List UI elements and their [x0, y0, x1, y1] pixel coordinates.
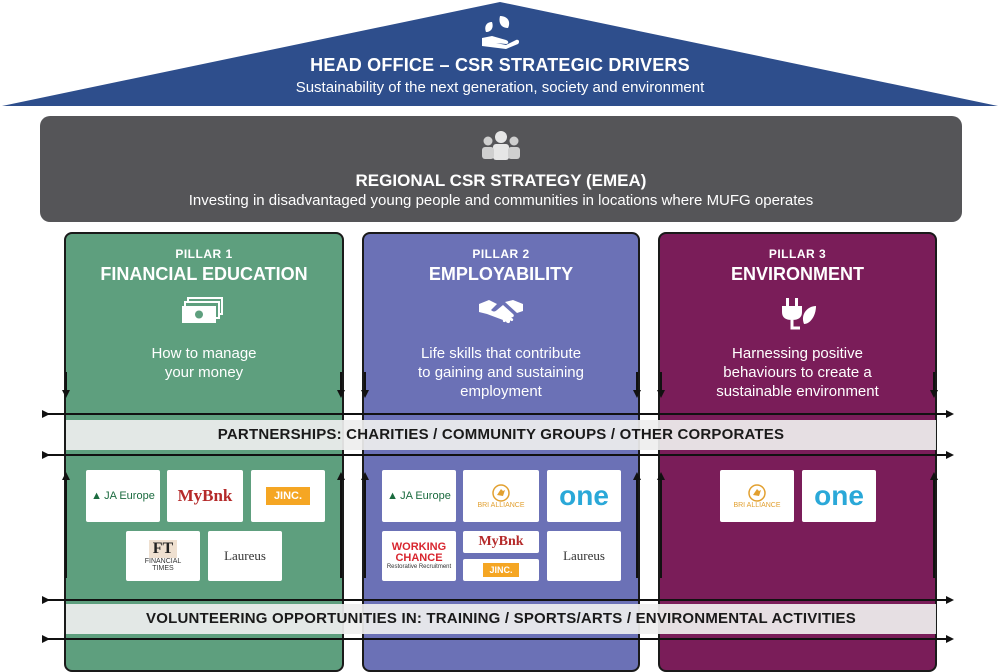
pillar-name: ENVIRONMENT	[730, 264, 864, 284]
logo-jinc: JINC.	[251, 470, 325, 522]
logo-text: JA Europe	[104, 490, 155, 502]
volunteering-band: VOLUNTEERING OPPORTUNITIES IN: TRAINING …	[66, 604, 936, 634]
logo-text: WORKING	[391, 541, 447, 553]
pillar-name: FINANCIAL EDUCATION	[100, 264, 308, 284]
connector-arrows	[42, 372, 954, 643]
logo-bri-alliance: BRI ALLIANCE	[720, 470, 794, 522]
regional-title: REGIONAL CSR STRATEGY (EMEA)	[355, 171, 647, 190]
logo-ja-europe: ▲JA Europe	[382, 470, 456, 522]
logo-jinc: JINC.	[463, 559, 539, 581]
logo-one: one	[547, 470, 621, 522]
pillar-desc-line: to gaining and sustaining	[418, 364, 584, 381]
logo-text: JINC.	[265, 487, 311, 505]
logo-text: JA Europe	[400, 490, 451, 502]
logo-laureus: Laureus	[547, 531, 621, 581]
regional-strategy-bar: REGIONAL CSR STRATEGY (EMEA) Investing i…	[40, 116, 962, 222]
partnerships-band: PARTNERSHIPS: CHARITIES / COMMUNITY GROU…	[66, 420, 936, 450]
logo-text: BRI ALLIANCE	[733, 501, 781, 509]
logo-working-chance: WORKING CHANCE Restorative Recruitment	[382, 531, 456, 581]
pillar-desc-line: your money	[164, 364, 244, 381]
head-office-subtitle: Sustainability of the next generation, s…	[295, 79, 705, 96]
regional-subtitle: Investing in disadvantaged young people …	[188, 192, 814, 209]
pillar-description: Harnessing positive behaviours to create…	[680, 344, 915, 401]
head-office-title: HEAD OFFICE – CSR STRATEGIC DRIVERS	[310, 55, 690, 75]
logo-ja-europe: ▲JA Europe	[86, 470, 160, 522]
logo-laureus: Laureus	[208, 531, 282, 581]
logo-bri-alliance: BRI ALLIANCE	[463, 470, 539, 522]
pillar-desc-line: sustainable environment	[716, 383, 879, 400]
pillar-desc-line: employment	[460, 383, 542, 400]
pillar-description: How to manage your money	[86, 344, 322, 382]
logo-text: JINC.	[483, 563, 519, 577]
logo-mybnk: MyBnk	[463, 531, 539, 553]
logo-text: Laureus	[563, 548, 605, 563]
hand-leaf-icon	[482, 16, 520, 49]
pillar-name: EMPLOYABILITY	[428, 264, 574, 284]
logo-financial-times: FT FINANCIAL TIMES	[126, 531, 200, 581]
pillar-desc-line: How to manage	[151, 345, 257, 362]
bri-hand-icon	[492, 483, 510, 502]
money-stack-icon	[182, 297, 223, 323]
pillar-desc-line: Harnessing positive	[732, 345, 863, 362]
pillar-description: Life skills that contribute to gaining a…	[384, 344, 618, 401]
logo-mybnk: MyBnk	[167, 470, 243, 522]
logo-text: one	[559, 480, 609, 511]
logo-text: one	[814, 480, 864, 511]
pillar-desc-line: behaviours to create a	[723, 364, 872, 381]
head-office-roof	[2, 2, 998, 106]
logo-text: FINANCIAL	[144, 558, 182, 565]
logo-text: TIMES	[152, 565, 174, 572]
logo-text: Laureus	[224, 548, 266, 563]
logo-text: MyBnk	[478, 534, 524, 549]
logo-one: one	[802, 470, 876, 522]
pillar-number: PILLAR 1	[175, 247, 233, 261]
logo-text: Restorative Recruitment	[386, 564, 452, 570]
bri-hand-icon	[748, 483, 766, 502]
pillar-number: PILLAR 3	[768, 247, 827, 261]
people-group-icon	[482, 131, 520, 160]
logo-text: MyBnk	[177, 486, 233, 505]
handshake-icon	[479, 300, 523, 324]
plug-leaf-icon	[781, 298, 816, 330]
logo-text: FT	[148, 540, 178, 558]
pillar-desc-line: Life skills that contribute	[420, 345, 582, 362]
logo-text: BRI ALLIANCE	[477, 501, 525, 509]
pillar-number: PILLAR 2	[472, 247, 530, 261]
logo-text: CHANCE	[395, 552, 443, 564]
